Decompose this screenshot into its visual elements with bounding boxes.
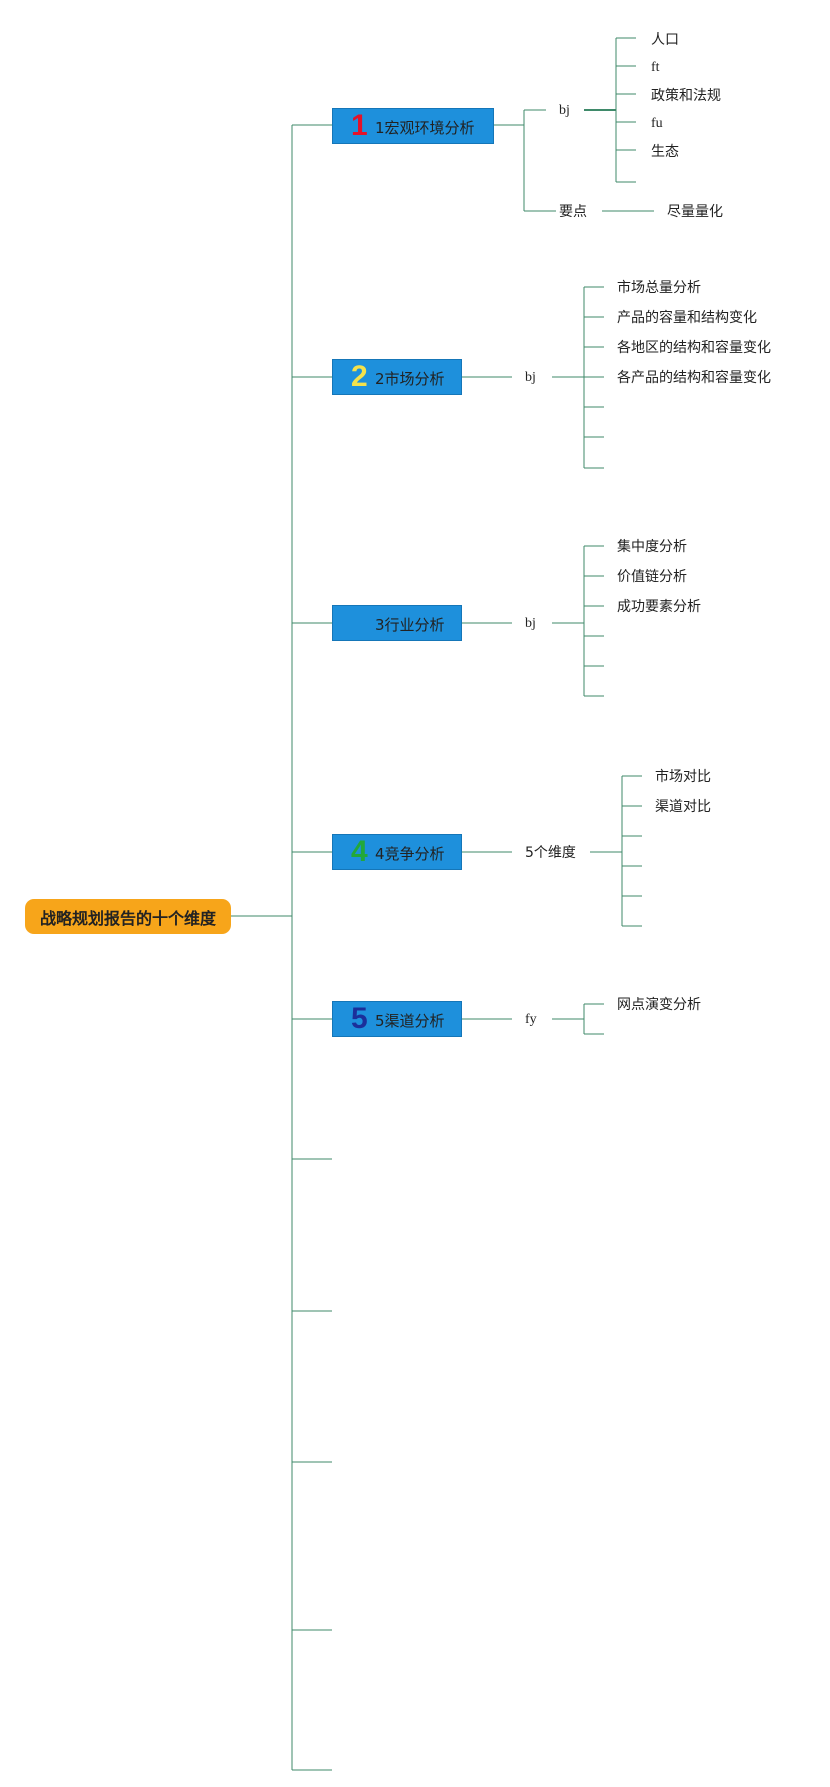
leaf-outlet-evolution[interactable]: 网点演变分析 [617, 997, 701, 1013]
topic-4-subtopic-dimensions[interactable]: 5个维度 [525, 845, 576, 861]
number-4-icon: 4 [351, 835, 368, 868]
leaf-fu[interactable]: fu [651, 116, 663, 131]
leaf-product-capacity[interactable]: 产品的容量和结构变化 [617, 310, 757, 326]
topic-2-label: 2市场分析 [375, 370, 445, 388]
topic-1-label: 1宏观环境分析 [375, 119, 475, 137]
number-2-icon: 2 [351, 360, 368, 393]
leaf-ecology[interactable]: 生态 [651, 144, 679, 160]
topic-node-2[interactable]: 2 2市场分析 [332, 359, 462, 395]
number-1-icon: 1 [351, 109, 368, 142]
leaf-value-chain[interactable]: 价值链分析 [617, 569, 687, 585]
leaf-population[interactable]: 人口 [651, 32, 679, 48]
topic-5-label: 5渠道分析 [375, 1012, 445, 1030]
leaf-channel-compare[interactable]: 渠道对比 [655, 799, 711, 815]
topic-1-subtopic-keypoints[interactable]: 要点 [559, 204, 587, 220]
root-label: 战略规划报告的十个维度 [39, 908, 216, 928]
leaf-policy[interactable]: 政策和法规 [651, 88, 721, 104]
topic-node-3[interactable]: 3行业分析 [332, 605, 462, 641]
topic-2-subtopic-bj[interactable]: bj [525, 370, 536, 385]
leaf-success-factors[interactable]: 成功要素分析 [617, 599, 701, 615]
topic-node-5[interactable]: 5 5渠道分析 [332, 1001, 462, 1037]
leaf-region-structure[interactable]: 各地区的结构和容量变化 [617, 340, 771, 356]
topic-4-label: 4竞争分析 [375, 845, 445, 863]
leaf-market-compare[interactable]: 市场对比 [655, 769, 711, 785]
root-node[interactable]: 战略规划报告的十个维度 [25, 899, 231, 934]
number-5-icon: 5 [351, 1002, 368, 1035]
topic-node-4[interactable]: 4 4竞争分析 [332, 834, 462, 870]
leaf-market-total[interactable]: 市场总量分析 [617, 280, 701, 296]
topic-1-subtopic-bj[interactable]: bj [559, 103, 570, 118]
leaf-product-structure[interactable]: 各产品的结构和容量变化 [617, 370, 771, 386]
topic-3-subtopic-bj[interactable]: bj [525, 616, 536, 631]
topic-3-label: 3行业分析 [375, 616, 445, 634]
leaf-quantify[interactable]: 尽量量化 [667, 204, 723, 220]
leaf-concentration[interactable]: 集中度分析 [617, 539, 687, 555]
topic-5-subtopic-fy[interactable]: fy [525, 1012, 537, 1027]
leaf-ft[interactable]: ft [651, 60, 660, 75]
topic-node-1[interactable]: 1 1宏观环境分析 [332, 108, 494, 144]
